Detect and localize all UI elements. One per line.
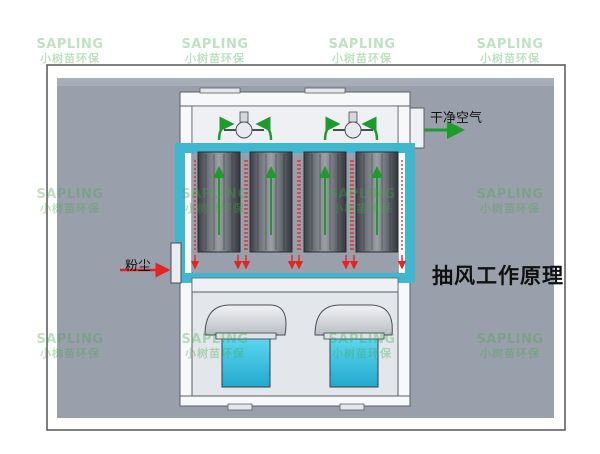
pulse-valves (224, 111, 373, 139)
clean-air-label: 干净空气 (430, 111, 483, 126)
hopper-right (314, 304, 393, 336)
top-lid (179, 91, 411, 107)
hopper-left (204, 304, 287, 336)
dust-inlet (170, 242, 182, 284)
diagram-title: 抽风工作原理 (432, 264, 564, 288)
filter-cartridges (197, 151, 399, 253)
dust-label: 粉尘 (125, 259, 152, 274)
clean-air-flow (217, 116, 379, 141)
dust-bin-right (329, 336, 379, 388)
dirty-air-flow (194, 160, 403, 250)
dust-bin-left (221, 336, 271, 388)
